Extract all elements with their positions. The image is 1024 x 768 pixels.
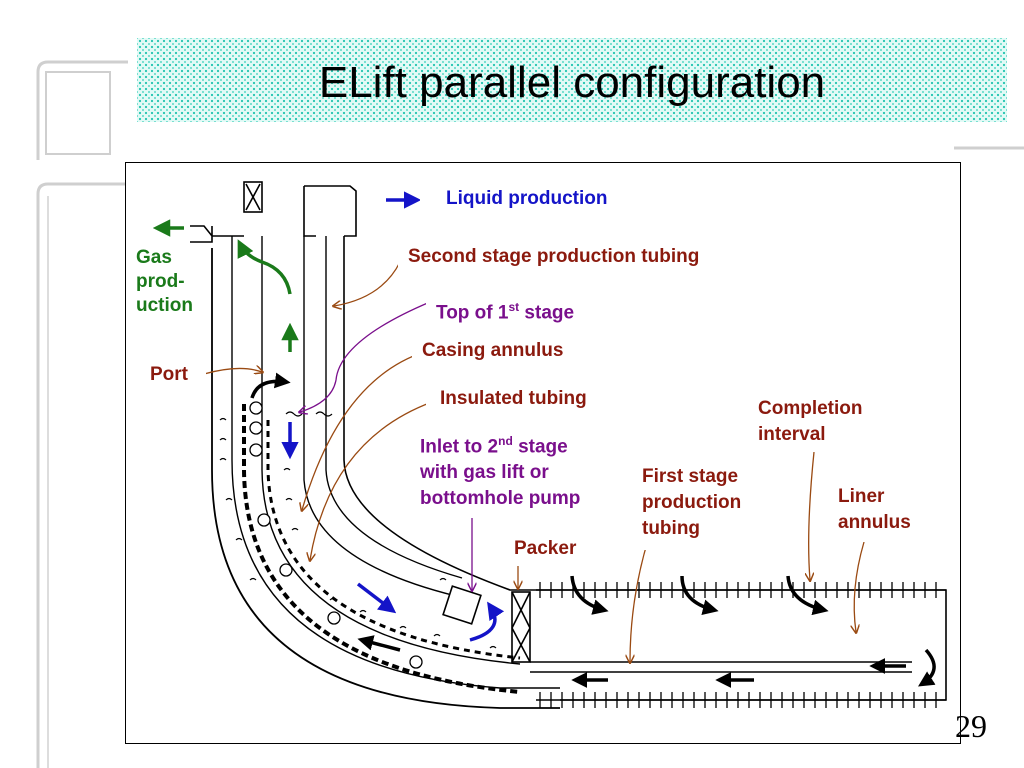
label-inlet-second-stage: Inlet to 2nd stage with gas lift or bott…	[408, 424, 624, 516]
label-top-of-first-stage: Top of 1st stage	[426, 288, 624, 324]
gas-production-line-1: Gas	[136, 247, 172, 268]
label-liner-annulus: Liner annulus	[830, 480, 938, 542]
label-completion-interval: Completion interval	[750, 392, 898, 452]
inlet-line-3: bottomhole pump	[420, 488, 581, 510]
label-second-stage-tubing: Second stage production tubing	[398, 238, 764, 276]
label-liquid-production: Liquid production	[420, 180, 658, 218]
inlet-line-1: Inlet to 2nd stage	[420, 428, 624, 460]
liquid-level-marks	[219, 411, 497, 649]
callout-leaders-purple	[300, 301, 472, 590]
first-stage-line-1: First stage	[642, 466, 739, 487]
inlet-line-2: with gas lift or	[420, 462, 549, 484]
gas-flow-arrows	[152, 219, 299, 352]
callout-leaders	[203, 261, 865, 662]
outer-casing	[211, 248, 560, 709]
label-gas-production: Gas prod- uction	[136, 246, 206, 318]
liner-line-2: annulus	[838, 512, 911, 533]
wellhead	[190, 181, 357, 243]
title-band: ELift parallel configuration	[137, 38, 1007, 122]
insulated-tubing-wall	[242, 404, 521, 694]
liquid-flow-arrows	[281, 191, 505, 642]
gas-production-line-2: prod-	[136, 271, 185, 292]
pump-inlet-box	[442, 585, 482, 625]
slide-title: ELift parallel configuration	[318, 58, 826, 107]
label-insulated-tubing: Insulated tubing	[426, 380, 640, 414]
inlet-line-1-post: stage	[512, 436, 568, 458]
slide-frame-right-decoration	[954, 146, 1024, 150]
first-stage-line-2: production	[642, 492, 742, 513]
completion-perforations	[536, 589, 946, 701]
label-packer: Packer	[502, 532, 590, 566]
label-port: Port	[140, 358, 206, 392]
insulated-tubing-dashes-inner	[266, 420, 521, 660]
liner-line-1: Liner	[838, 486, 885, 507]
top-stage-sup: st	[508, 300, 520, 314]
top-stage-pre: Top of 1	[436, 302, 509, 324]
second-stage-tubing-outer	[325, 236, 463, 579]
packer	[511, 591, 531, 663]
perforation-ticks-bottom	[539, 692, 937, 708]
label-casing-annulus: Casing annulus	[412, 334, 602, 368]
slide-frame-decoration	[36, 60, 128, 768]
page-number: 29	[955, 708, 987, 744]
casing-right-wall	[343, 236, 947, 701]
gas-bubbles	[249, 401, 423, 669]
inlet-line-1-pre: Inlet to 2	[420, 436, 499, 458]
top-stage-post: stage	[519, 302, 575, 324]
second-stage-tubing	[303, 236, 457, 597]
gas-production-line-3: uction	[136, 295, 193, 316]
first-stage-line-3: tubing	[642, 518, 701, 539]
inlet-line-1-sup: nd	[498, 434, 513, 448]
mixed-flow-arrows	[250, 372, 936, 688]
completion-line-2: interval	[758, 424, 826, 445]
insulated-tubing-inner	[261, 236, 521, 665]
label-first-stage-tubing: First stage production tubing	[632, 460, 772, 550]
first-stage-tubing	[530, 661, 912, 673]
completion-line-1: Completion	[758, 398, 863, 419]
